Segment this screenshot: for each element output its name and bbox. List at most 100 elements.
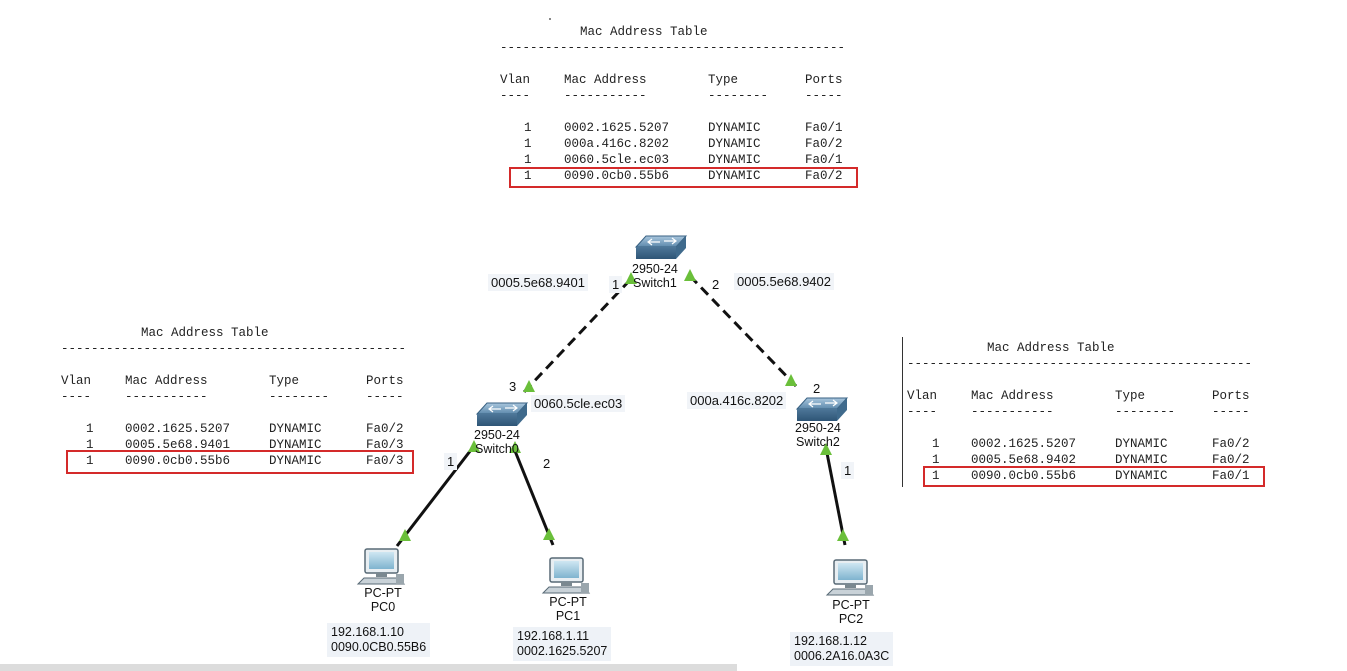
device-name: Switch0 <box>475 442 519 456</box>
switch2-label: 2950-24 Switch2 <box>795 421 841 449</box>
pc2-label: PC-PT PC2 <box>830 598 872 626</box>
dash-vlan: ---- <box>500 89 531 103</box>
header-vlan: Vlan <box>61 374 92 388</box>
highlight-box <box>509 167 858 188</box>
ip-address: 192.168.1.12 <box>794 634 867 648</box>
pc2-icon[interactable] <box>825 559 875 596</box>
device-model: 2950-24 <box>795 421 841 435</box>
dash-mac: ----------- <box>564 89 647 103</box>
dash-ports: ----- <box>1212 405 1250 419</box>
mac-address: 0006.2A16.0A3C <box>794 649 890 663</box>
port-label: 2 <box>712 277 720 292</box>
row-mac: 0002.1625.5207 <box>564 121 670 135</box>
link-switch1-switch2[interactable] <box>688 274 798 388</box>
switch1-icon[interactable] <box>634 235 688 259</box>
link-switch0-pc1[interactable] <box>511 445 555 546</box>
pc1-address-box: 192.168.1.11 0002.1625.5207 <box>513 627 612 661</box>
row-vlan: 1 <box>524 137 532 151</box>
row-type: DYNAMIC <box>708 169 761 183</box>
port-label: 2 <box>543 456 551 471</box>
header-ports: Ports <box>1212 389 1250 403</box>
switch0-label: 2950-24 Switch0 <box>474 428 520 456</box>
port-label: 2 <box>813 381 821 396</box>
link-switch2-pc2[interactable] <box>824 447 847 546</box>
row-type: DYNAMIC <box>269 438 322 452</box>
device-model: 2950-24 <box>474 428 520 442</box>
device-name: PC1 <box>555 609 581 623</box>
row-port: Fa0/1 <box>805 121 843 135</box>
row-type: DYNAMIC <box>1115 453 1168 467</box>
device-name: Switch1 <box>633 276 677 290</box>
row-port: Fa0/3 <box>366 438 404 452</box>
pc0-label: PC-PT PC0 <box>362 586 404 614</box>
row-vlan: 1 <box>932 437 940 451</box>
link-switch0-pc0[interactable] <box>395 445 476 547</box>
row-vlan: 1 <box>932 469 940 483</box>
row-port: Fa0/3 <box>366 454 404 468</box>
mac-address: 0002.1625.5207 <box>517 644 608 658</box>
header-type: Type <box>269 374 300 388</box>
row-mac: 0090.0cb0.55b6 <box>564 169 670 183</box>
row-vlan: 1 <box>932 453 940 467</box>
device-name: PC2 <box>838 612 864 626</box>
link-switch1-switch0[interactable] <box>522 278 632 394</box>
row-type: DYNAMIC <box>269 454 322 468</box>
device-model: 2950-24 <box>632 262 678 276</box>
device-name: Switch2 <box>796 435 840 449</box>
row-type: DYNAMIC <box>708 137 761 151</box>
header-vlan: Vlan <box>907 389 938 403</box>
row-mac: 0005.5e68.9401 <box>125 438 231 452</box>
table-separator: ----------------------------------------… <box>61 342 405 356</box>
row-port: Fa0/1 <box>1212 469 1250 483</box>
device-model: PC-PT <box>832 598 870 612</box>
row-vlan: 1 <box>524 169 532 183</box>
ip-address: 192.168.1.10 <box>331 625 404 639</box>
switch2-icon[interactable] <box>795 397 849 421</box>
dash-mac: ----------- <box>971 405 1054 419</box>
row-vlan: 1 <box>524 153 532 167</box>
row-mac: 0002.1625.5207 <box>971 437 1077 451</box>
port-label: 1 <box>444 453 458 470</box>
row-port: Fa0/2 <box>805 137 843 151</box>
port-label: 1 <box>609 276 623 293</box>
pc2-address-box: 192.168.1.12 0006.2A16.0A3C <box>790 632 894 666</box>
row-port: Fa0/2 <box>1212 437 1250 451</box>
link-up-indicator <box>509 441 521 453</box>
device-model: PC-PT <box>364 586 402 600</box>
header-mac: Mac Address <box>971 389 1054 403</box>
switch0-icon[interactable] <box>475 402 529 426</box>
header-mac: Mac Address <box>564 73 647 87</box>
device-name: PC0 <box>370 600 396 614</box>
pc1-icon[interactable] <box>541 557 591 594</box>
link-up-indicator <box>399 529 411 541</box>
port-label: 3 <box>509 379 517 394</box>
link-up-indicator <box>468 440 480 452</box>
mac-address: 0090.0CB0.55B6 <box>331 640 427 654</box>
row-type: DYNAMIC <box>708 153 761 167</box>
link-up-indicator <box>523 380 535 392</box>
table-title: Mac Address Table <box>987 341 1115 355</box>
row-port: Fa0/2 <box>366 422 404 436</box>
bottom-scroll-strip <box>0 664 737 671</box>
device-model: PC-PT <box>549 595 587 609</box>
switch1-port1-mac-label: 0005.5e68.9401 <box>488 274 588 291</box>
row-vlan: 1 <box>86 454 94 468</box>
pc0-icon[interactable] <box>356 548 406 585</box>
dash-type: -------- <box>708 89 769 103</box>
row-mac: 0060.5cle.ec03 <box>564 153 670 167</box>
switch1-port2-mac-label: 0005.5e68.9402 <box>734 273 834 290</box>
dash-vlan: ---- <box>61 390 92 404</box>
table-title: Mac Address Table <box>141 326 269 340</box>
pc0-address-box: 192.168.1.10 0090.0CB0.55B6 <box>327 623 431 657</box>
row-type: DYNAMIC <box>708 121 761 135</box>
link-up-indicator <box>684 269 696 281</box>
dash-ports: ----- <box>805 89 843 103</box>
decorative-dot <box>549 18 551 20</box>
row-mac: 000a.416c.8202 <box>564 137 670 151</box>
pc1-label: PC-PT PC1 <box>547 595 589 623</box>
header-mac: Mac Address <box>125 374 208 388</box>
header-type: Type <box>1115 389 1146 403</box>
link-up-indicator <box>785 374 797 386</box>
link-status-indicators <box>399 269 849 541</box>
